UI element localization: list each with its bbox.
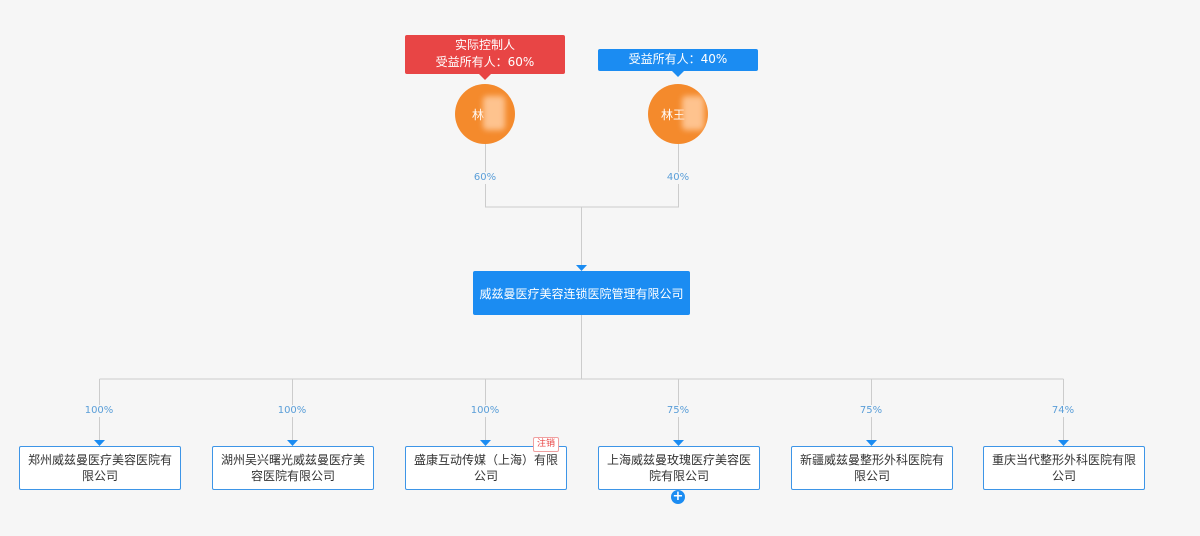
arrow-child-6: [1058, 440, 1069, 446]
arrow-child-1: [94, 440, 105, 446]
shareholder-node-1[interactable]: 林: [455, 84, 515, 144]
subsidiary-node-4[interactable]: 上海威兹曼玫瑰医疗美容医院有限公司: [598, 446, 760, 490]
child-percent-2: 100%: [272, 405, 312, 417]
shareholder-node-2[interactable]: 林王: [648, 84, 708, 144]
arrow-child-5: [866, 440, 877, 446]
arrow-child-2: [287, 440, 298, 446]
plus-icon[interactable]: +: [671, 489, 685, 504]
subsidiary-node-6[interactable]: 重庆当代整形外科医院有限公司: [983, 446, 1145, 490]
redaction-blur: [483, 96, 505, 130]
controller-label: 实际控制人: [454, 38, 515, 52]
subsidiary-node-5[interactable]: 新疆威兹曼整形外科医院有限公司: [791, 446, 953, 490]
child-percent-5: 75%: [851, 405, 891, 417]
arrow-to-company: [576, 265, 587, 271]
actual-controller-tag: 实际控制人 受益所有人：60%: [405, 35, 565, 80]
child-percent-4: 75%: [658, 405, 698, 417]
deregistered-badge: 注销: [533, 437, 560, 452]
share-percent-1: 60%: [465, 172, 505, 184]
company-node[interactable]: 威兹曼医疗美容连锁医院管理有限公司: [473, 271, 690, 315]
child-percent-3: 100%: [465, 405, 505, 417]
beneficiary-label: 受益所有人：40%: [628, 52, 728, 66]
subsidiary-node-1[interactable]: 郑州威兹曼医疗美容医院有限公司: [19, 446, 181, 490]
connector-shareholder-1: [485, 144, 582, 208]
arrow-child-3: [480, 440, 491, 446]
subsidiary-node-2[interactable]: 湖州吴兴曙光威兹曼医疗美容医院有限公司: [212, 446, 374, 490]
child-percent-1: 100%: [79, 405, 119, 417]
subsidiary-node-3[interactable]: 盛康互动传媒（上海）有限公司: [405, 446, 567, 490]
connector-shareholder-2: [581, 144, 679, 208]
child-percent-6: 74%: [1043, 405, 1083, 417]
shareholder-name: 林: [471, 107, 484, 122]
shareholder-name: 林王: [660, 107, 685, 122]
beneficiary-tag: 受益所有人：40%: [598, 49, 758, 77]
beneficiary-label: 受益所有人：60%: [435, 55, 535, 69]
arrow-child-4: [673, 440, 684, 446]
redaction-blur: [682, 96, 704, 130]
share-percent-2: 40%: [658, 172, 698, 184]
